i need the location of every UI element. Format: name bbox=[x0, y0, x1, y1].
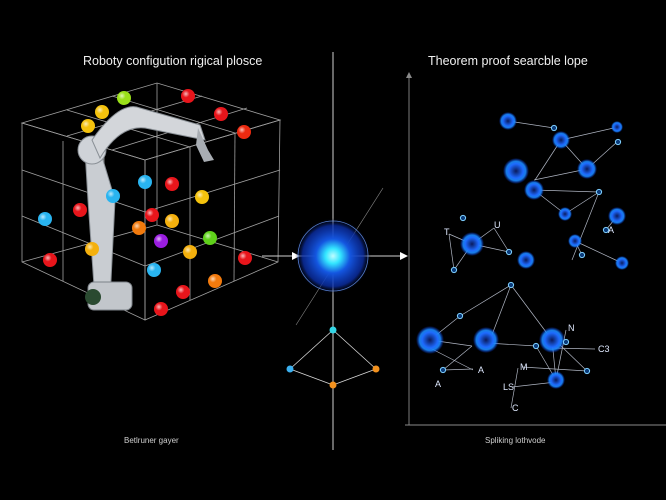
proof-subnode bbox=[595, 188, 603, 196]
node-label: T bbox=[444, 227, 450, 237]
left-panel-caption: Betlruner gayer bbox=[124, 436, 179, 445]
origin-glow bbox=[295, 218, 371, 294]
proof-node bbox=[517, 251, 535, 269]
proof-subnode bbox=[550, 124, 558, 132]
proof-node bbox=[608, 207, 626, 225]
proof-subnode bbox=[614, 138, 622, 146]
proof-node bbox=[615, 256, 629, 270]
config-points bbox=[38, 89, 252, 316]
node-label: A bbox=[435, 379, 441, 389]
proof-node bbox=[539, 327, 565, 353]
proof-node bbox=[611, 121, 623, 133]
proof-node bbox=[473, 327, 499, 353]
proof-subnode bbox=[532, 342, 540, 350]
proof-node bbox=[499, 112, 517, 130]
proof-subnode bbox=[507, 281, 515, 289]
node-label: LS bbox=[503, 382, 514, 392]
mini-graph-node bbox=[286, 365, 294, 373]
proof-node bbox=[524, 180, 544, 200]
mini-graph-node bbox=[372, 365, 380, 373]
node-label: N bbox=[568, 323, 575, 333]
proof-subnode bbox=[602, 226, 610, 234]
proof-subnode bbox=[456, 312, 464, 320]
mini-graph bbox=[289, 329, 377, 386]
proof-subnode bbox=[578, 251, 586, 259]
proof-subnode bbox=[562, 338, 570, 346]
mini-graph-node bbox=[329, 326, 337, 334]
robot-arm bbox=[77, 106, 214, 311]
proof-subnode bbox=[505, 248, 513, 256]
mini-graph-node bbox=[329, 381, 337, 389]
proof-node bbox=[416, 326, 444, 354]
right-panel-caption: Spliking lothvode bbox=[485, 436, 546, 445]
proof-node bbox=[552, 131, 570, 149]
proof-search-nodes bbox=[416, 112, 629, 389]
proof-node bbox=[503, 158, 529, 184]
right-axes bbox=[405, 75, 666, 426]
left-panel-title: Roboty configution rigical plosce bbox=[83, 54, 263, 68]
node-label: C bbox=[512, 403, 519, 413]
node-label: M bbox=[520, 362, 528, 372]
node-label: C3 bbox=[598, 344, 610, 354]
right-panel-title: Theorem proof searcble lope bbox=[428, 54, 588, 68]
node-label: A bbox=[608, 225, 614, 235]
proof-subnode bbox=[450, 266, 458, 274]
proof-node bbox=[547, 371, 565, 389]
arrow-right-icon bbox=[400, 252, 408, 260]
config-space-cube bbox=[20, 82, 282, 321]
proof-subnode bbox=[439, 366, 447, 374]
proof-node bbox=[568, 234, 582, 248]
proof-node bbox=[460, 232, 484, 256]
proof-subnode bbox=[583, 367, 591, 375]
proof-search-labels: T U A A A M LS C N C3 bbox=[435, 220, 614, 413]
proof-node bbox=[577, 159, 597, 179]
proof-subnode bbox=[459, 214, 467, 222]
proof-node bbox=[558, 207, 572, 221]
node-label: U bbox=[494, 220, 501, 230]
node-label: A bbox=[478, 365, 484, 375]
